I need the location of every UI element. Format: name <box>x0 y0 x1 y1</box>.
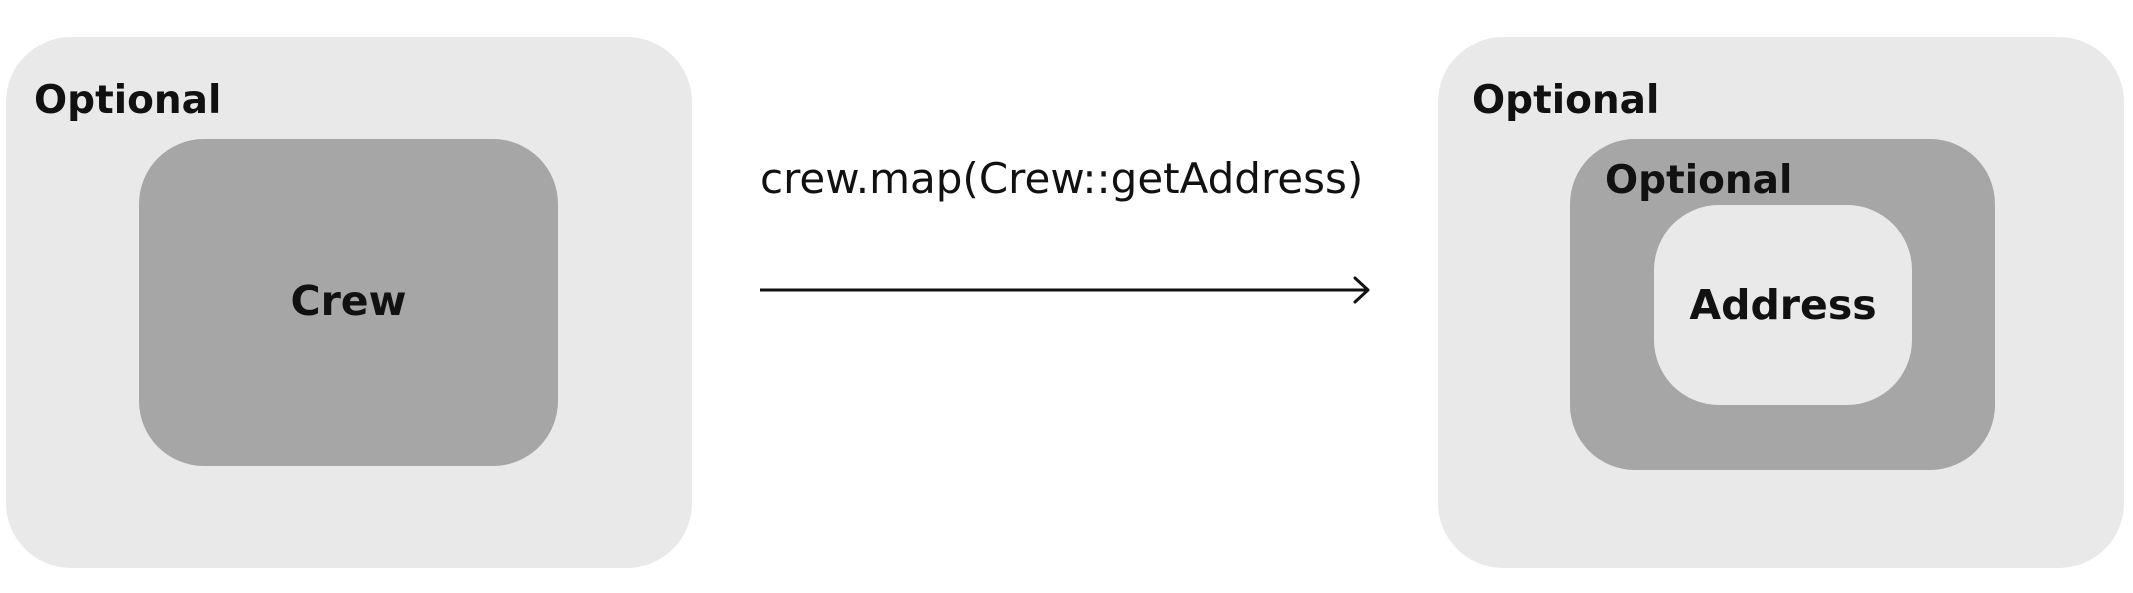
crew-box: Crew <box>139 139 558 466</box>
address-label: Address <box>1689 281 1877 329</box>
arrow-head <box>1353 276 1370 304</box>
optional-label-right-outer: Optional <box>1472 78 1660 123</box>
map-operation-label: crew.map(Crew::getAddress) <box>760 154 1364 203</box>
crew-label: Crew <box>290 277 407 325</box>
optional-label-right-inner: Optional <box>1605 158 1793 203</box>
address-box <box>1654 205 1912 405</box>
optional-label-left: Optional <box>34 78 222 123</box>
transform-arrow <box>760 276 1370 304</box>
